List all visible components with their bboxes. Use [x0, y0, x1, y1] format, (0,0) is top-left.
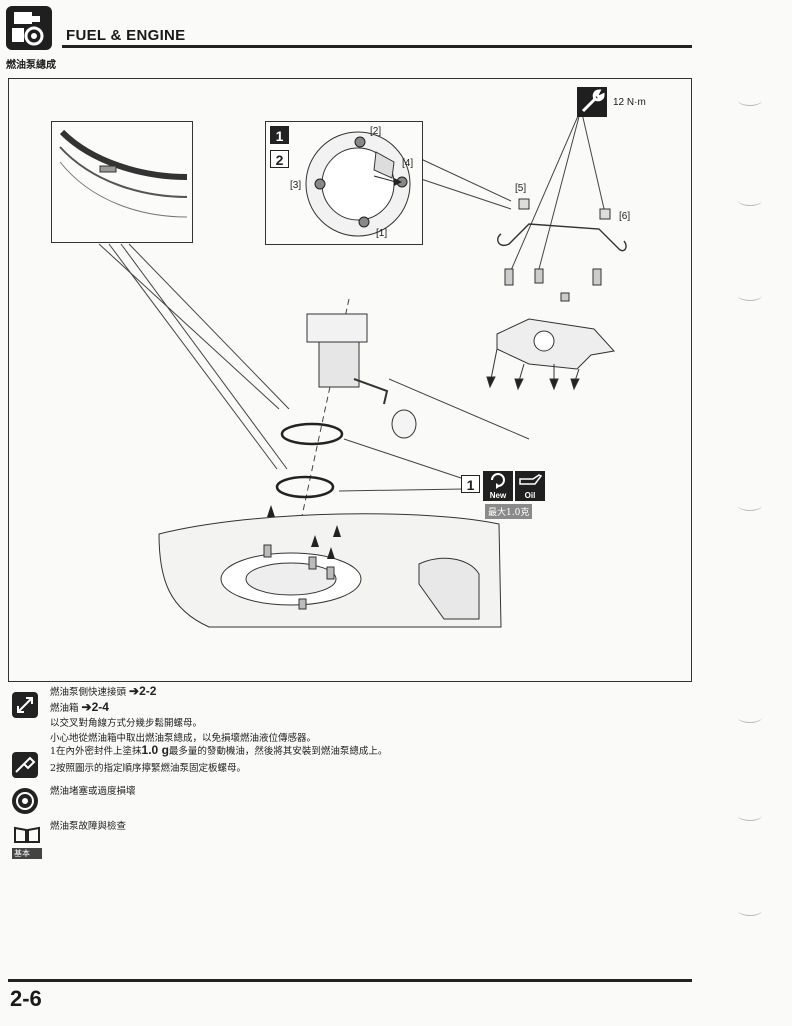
replace-icon: [491, 473, 505, 489]
basic-manual-icon: 基本: [12, 824, 42, 859]
new-part-badge: New: [483, 471, 513, 501]
note-fuel-tank: 燃油箱 ➔2-4: [50, 700, 109, 714]
note-loosen-nuts: 以交叉對角線方式分幾步鬆開螺母。: [50, 718, 203, 729]
ref-2-2[interactable]: ➔2-2: [129, 684, 157, 698]
section-title: FUEL & ENGINE: [66, 27, 186, 44]
page-number: 2-6: [10, 986, 42, 1011]
fuel-engine-section-icon: [6, 6, 52, 50]
note-pump-troubleshooting: 燃油泵故障與檢查: [50, 821, 127, 832]
ref-label-2: [2]: [370, 126, 382, 137]
binder-mark: [738, 290, 762, 301]
ref-label-6: [6]: [619, 211, 631, 222]
detail-inset-seal: [51, 121, 193, 243]
binder-mark: [738, 712, 762, 723]
note-fuel-clog: 燃油堵塞或過度損壞: [50, 786, 136, 797]
basic-label: 基本: [12, 848, 42, 859]
ref-label-3: [3]: [290, 180, 302, 191]
inspection-icon: [12, 788, 38, 814]
binder-mark: [738, 195, 762, 206]
page-subtitle: 燃油泵總成: [6, 60, 56, 71]
torque-wrench-icon: [577, 87, 607, 117]
ref-label-4: [4]: [402, 158, 414, 169]
ref-label-1: [1]: [376, 228, 388, 239]
ref-label-5: [5]: [515, 183, 527, 194]
binder-mark: [738, 905, 762, 916]
step-number-2: 2: [270, 150, 289, 168]
note-tighten-sequence: 2按照圖示的指定順序擰緊燃油泵固定板螺母。: [50, 763, 247, 774]
removal-installation-icon: [12, 752, 38, 778]
header-rule: [62, 45, 692, 48]
oil-badge: Oil: [515, 471, 545, 501]
connector-icon: [12, 692, 38, 718]
oil-can-icon: [519, 474, 543, 485]
note-apply-oil: 1在內外密封件上塗抹1.0 g最多量的發動機油，然後將其安裝到燃油泵總成上。: [50, 743, 388, 757]
note-quick-connector: 燃油泵側快速接頭 ➔2-2: [50, 684, 157, 698]
ref-2-4[interactable]: ➔2-4: [81, 700, 109, 714]
oil-quantity-callout: 最大1.0克: [485, 504, 533, 519]
note-remove-pump: 小心地從燃油箱中取出燃油泵總成，以免損壞燃油液位傳感器。: [50, 733, 317, 744]
footer-rule: [8, 979, 692, 982]
exploded-view-diagram: 1 2 [2] [3] [4] [1] 12 N·m [5] [6] 1 New…: [8, 78, 692, 682]
diagram-leader-lines: [98, 108, 627, 628]
binder-mark: [738, 810, 762, 821]
step-number-1: 1: [270, 126, 289, 144]
oil-badge-label: Oil: [524, 491, 536, 500]
new-badge-label: New: [489, 491, 507, 500]
detail-inset-tightening-sequence: 1 2 [2] [3] [4] [1]: [265, 121, 423, 245]
oring-step-number: 1: [461, 475, 480, 493]
binder-mark: [738, 95, 762, 106]
oil-quantity: 1.0 g: [141, 743, 169, 757]
torque-value: 12 N·m: [613, 97, 646, 108]
binder-mark: [738, 500, 762, 511]
